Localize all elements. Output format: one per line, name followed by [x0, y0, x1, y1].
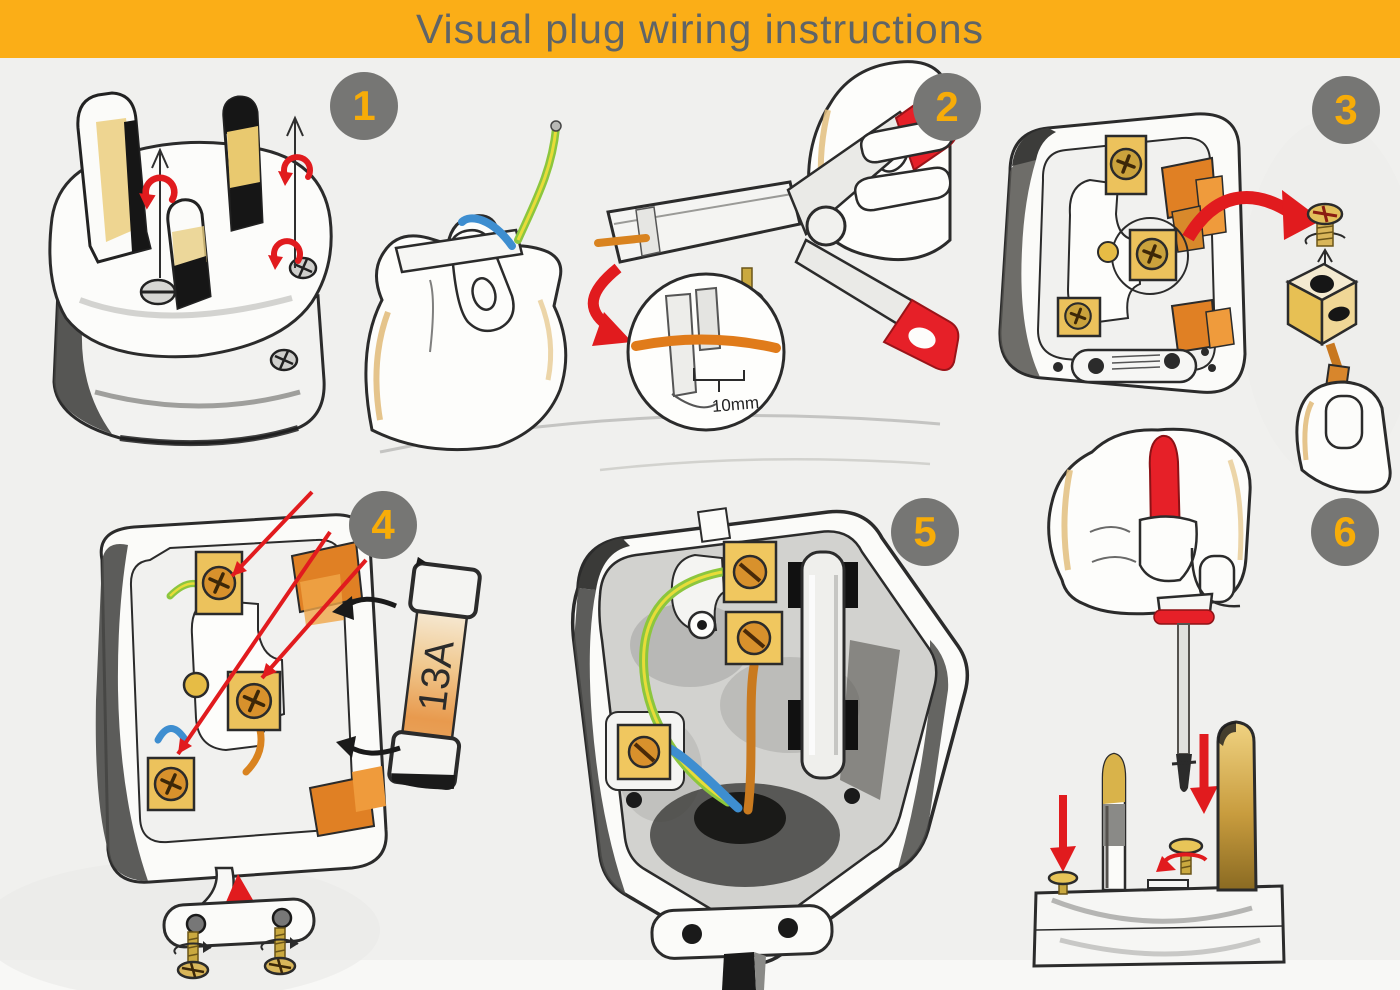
earth-terminal	[194, 550, 244, 616]
red-down-arrow-icon	[1050, 795, 1076, 872]
neutral-pin	[166, 198, 212, 311]
gripping-hand	[1047, 427, 1252, 616]
fuse-cartridge	[788, 550, 858, 780]
step-3-badge: 3	[1312, 76, 1380, 144]
red-curved-arrow-icon	[587, 263, 632, 346]
live-wire	[242, 726, 265, 776]
step-3-number: 3	[1334, 86, 1358, 133]
step-5-number: 5	[913, 508, 937, 555]
brass-stud	[182, 671, 210, 699]
neutral-wire	[154, 725, 188, 744]
plug-sketch-outline	[599, 457, 931, 472]
live-wire	[743, 661, 759, 815]
terminal-screw-detail	[1304, 202, 1346, 247]
cover-screw	[139, 278, 177, 306]
earth-terminal	[722, 540, 778, 604]
clamp-screw	[173, 931, 212, 980]
step-1-number: 1	[352, 82, 376, 129]
case-screw-hole	[844, 788, 860, 804]
plug-base	[1032, 879, 1286, 968]
brass-stud	[1097, 241, 1119, 263]
fingertip	[1295, 380, 1392, 494]
live-terminal	[724, 610, 784, 666]
neutral-wire	[458, 214, 516, 250]
small-pin	[1101, 752, 1127, 892]
step-4-number: 4	[371, 501, 395, 548]
earth-pin	[76, 91, 152, 264]
live-pin	[222, 95, 264, 232]
strip-length-label: 10mm	[711, 393, 760, 416]
black-curved-arrow-icon	[332, 596, 397, 620]
large-pin	[1216, 720, 1258, 892]
step-4-badge: 4	[349, 491, 417, 559]
earth-wire	[514, 120, 562, 244]
cable-entry-shadow	[694, 792, 786, 844]
step-6-badge: 6	[1311, 498, 1379, 566]
header-bar: Visual plug wiring instructions	[0, 0, 1400, 58]
pin-screw-lower	[269, 348, 299, 372]
pin-screw-upper	[288, 256, 318, 280]
red-pointer-arrow-icon	[230, 490, 314, 578]
clamp-screw	[260, 927, 299, 976]
fuse-rating-label: 13A	[410, 638, 462, 714]
earth-wire	[639, 567, 733, 807]
black-curved-arrow-icon	[336, 736, 401, 758]
page-title: Visual plug wiring instructions	[415, 5, 985, 52]
floating-screw	[1156, 837, 1208, 875]
case-screw-hole	[626, 792, 642, 808]
neutral-terminal	[1056, 296, 1102, 338]
red-down-arrow-icon	[1190, 734, 1218, 814]
red-pointer-arrow-icon	[260, 558, 368, 680]
red-curved-arrow-icon	[1182, 190, 1322, 242]
neutral-terminal	[146, 756, 196, 812]
earth-screw-hole-center	[697, 620, 707, 630]
step-5-badge: 5	[891, 498, 959, 566]
step-2-badge: 2	[913, 73, 981, 141]
earth-terminal	[1104, 134, 1148, 196]
screwdriver	[1153, 592, 1215, 792]
step-1-badge: 1	[330, 72, 398, 140]
step-1-illustration	[48, 91, 333, 447]
step-4-illustration: 13A	[95, 490, 482, 980]
up-arrow-icon	[151, 147, 169, 278]
live-terminal	[226, 670, 282, 732]
open-plug-body	[570, 507, 970, 966]
step-6-illustration	[1032, 427, 1286, 968]
red-pointer-arrow-icon	[176, 530, 332, 756]
base-screw	[1047, 870, 1079, 895]
step-3-illustration	[998, 112, 1392, 494]
strip-length-detail: 10mm	[626, 272, 786, 432]
terminal-block	[1285, 262, 1359, 347]
fuse-cartridge: 13A	[387, 556, 482, 791]
cable	[722, 952, 766, 990]
step-5-illustration	[570, 507, 970, 990]
step-6-number: 6	[1333, 508, 1357, 555]
step-2-number: 2	[935, 83, 959, 130]
cable-end	[394, 228, 524, 274]
live-terminal	[1111, 217, 1189, 295]
cable-clamp-bar	[650, 904, 834, 960]
neutral-terminal	[616, 723, 672, 781]
cable-clamp	[1053, 348, 1216, 384]
